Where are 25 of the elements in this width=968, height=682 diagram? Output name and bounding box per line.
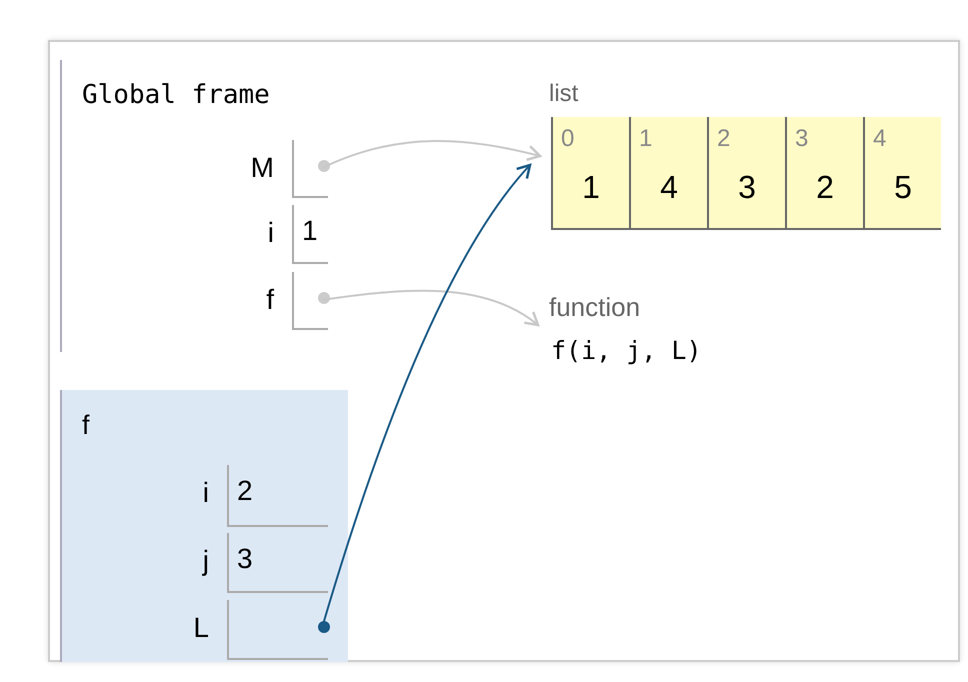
variable-name: M — [250, 152, 274, 184]
index-label: 0 — [561, 125, 574, 153]
function-signature: f(i, j, L) — [551, 336, 702, 365]
cell-value: 2 — [237, 475, 253, 507]
frame-title: f — [82, 410, 90, 441]
frame-title: Global frame — [82, 80, 270, 110]
element-value: 1 — [581, 169, 601, 206]
cell-value: 3 — [237, 543, 253, 575]
frame-panel — [60, 390, 348, 662]
index-label: 3 — [795, 125, 808, 153]
variable-name: j — [202, 545, 209, 577]
element-value: 2 — [815, 169, 835, 206]
object-type-label: function — [549, 292, 640, 323]
index-label: 1 — [639, 125, 652, 153]
variable-name: L — [193, 612, 209, 644]
cell-value: 1 — [302, 215, 318, 247]
index-label: 2 — [717, 125, 730, 153]
variable-name: i — [268, 217, 274, 249]
element-value: 3 — [737, 169, 757, 206]
object-type-label: list — [549, 80, 578, 108]
variable-name: i — [202, 477, 209, 509]
element-value: 5 — [893, 169, 913, 206]
variable-name: f — [266, 284, 274, 316]
element-value: 4 — [659, 169, 679, 206]
index-label: 4 — [873, 125, 886, 153]
